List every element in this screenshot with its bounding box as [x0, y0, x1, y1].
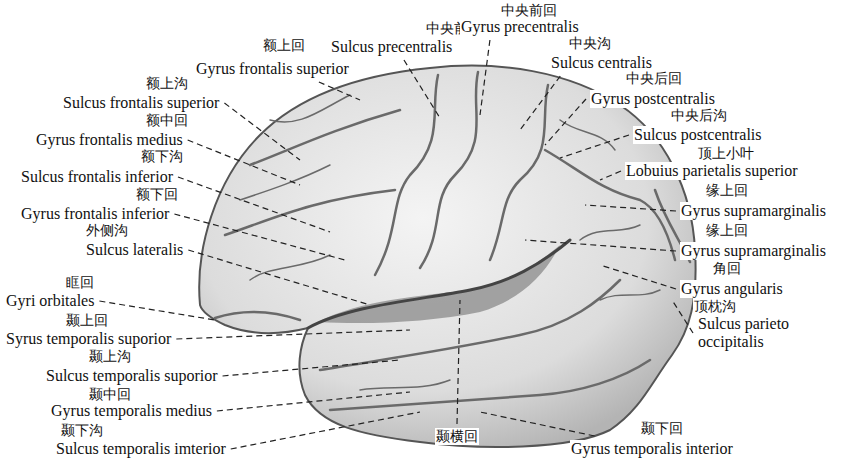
structure-label: Gyrus temporalis interior [570, 440, 734, 458]
leader-line [224, 103, 300, 160]
structure-label: Gyrus frontalis superior [195, 60, 350, 78]
structure-label: 眶回 [65, 274, 95, 291]
postcentral-sulcus [490, 85, 548, 260]
leader-line [560, 135, 629, 158]
structure-label: 额上回 [262, 37, 306, 54]
structure-label: 颞横回 [435, 428, 479, 445]
structure-label: Gyrus supramarginalis [680, 202, 827, 220]
leader-line [480, 40, 490, 115]
structure-label: 额下沟 [140, 148, 184, 165]
structure-label: Sulcus postcentralis [633, 126, 763, 144]
leader-line [319, 82, 360, 100]
gyrus-fold [600, 290, 660, 300]
leader-line [585, 205, 676, 211]
leader-line [480, 412, 595, 436]
inferior-temporal-sulcus [330, 360, 650, 410]
leader-line [520, 76, 560, 130]
structure-label: Sulcus lateralis [85, 241, 184, 259]
structure-label: 顶上小叶 [697, 145, 755, 162]
structure-label: 中央后回 [625, 70, 683, 87]
structure-label: Syrus temporalis suporior [5, 330, 172, 348]
leader-line [600, 171, 621, 180]
superior-frontal-sulcus [250, 110, 400, 165]
leader-line [457, 300, 460, 424]
structure-label: 缘上回 [705, 222, 749, 239]
structure-label: Sulcus temporalis suporior [45, 367, 219, 385]
structure-label: 颞下回 [640, 420, 684, 437]
structure-label: 角回 [712, 260, 742, 277]
leader-line [231, 412, 420, 449]
structure-label: 缘上回 [705, 182, 749, 199]
structure-label: Gyrus angularis [680, 280, 784, 298]
gyrus-fold [270, 95, 350, 122]
gyrus-fold [560, 120, 615, 150]
gyrus-fold [250, 255, 330, 280]
structure-label: Sulcus frontalis inferior [20, 168, 174, 186]
structure-label: Sulcus temporalis imterior [55, 440, 227, 458]
leader-line [176, 330, 410, 339]
leader-line [525, 240, 676, 251]
structure-label: Gyri orbitales [5, 292, 95, 310]
leader-line [545, 99, 586, 145]
structure-label: 额上沟 [145, 75, 189, 92]
structure-label: Gyrus postcentralis [590, 90, 716, 108]
structure-label: Gyrus temporalis medius [50, 402, 213, 420]
leader-line [217, 392, 410, 411]
gyrus-fold [580, 225, 640, 240]
structure-label: 顶枕沟 [693, 298, 737, 315]
leader-line [188, 250, 370, 305]
structure-label: Lobuius parietalis superior [625, 162, 799, 180]
structure-label: Sulcus parieto occipitalis [697, 315, 811, 351]
structure-label: 外侧沟 [85, 222, 129, 239]
central-sulcus [420, 72, 478, 268]
leader-line [404, 60, 440, 118]
gyrus-fold [360, 380, 450, 390]
structure-label: 颞上回 [65, 312, 109, 329]
sulci [215, 72, 690, 410]
structure-label: 颞上沟 [88, 348, 132, 365]
structure-label: 中央后沟 [670, 107, 728, 124]
structure-label: 额下回 [135, 186, 179, 203]
precentral-sulcus [375, 75, 438, 275]
structure-label: Gyrus precentralis [460, 18, 580, 36]
structure-label: Gyrus frontalis medius [35, 131, 184, 149]
superior-temporal-sulcus [320, 280, 620, 370]
brain-outline [199, 66, 695, 447]
leader-line [672, 300, 693, 333]
structure-label: 中央前回 [500, 2, 558, 19]
gyrus-fold [240, 165, 330, 200]
structure-label: Gyrus supramarginalis [680, 242, 827, 260]
lateral-sulcus [308, 240, 570, 328]
leader-line [178, 177, 330, 232]
structure-label: Sulcus frontalis superior [62, 94, 220, 112]
structure-label: 额中回 [145, 112, 189, 129]
structure-label: Gyrus frontalis inferior [20, 205, 170, 223]
leader-line [188, 140, 300, 185]
structure-label: 中央沟 [568, 35, 612, 52]
leader-line [223, 360, 400, 376]
leader-line [600, 265, 676, 289]
structure-label: 颞中回 [88, 386, 132, 403]
orbital-border [215, 312, 300, 320]
structure-label: 颞下沟 [60, 422, 104, 439]
leader-line [99, 301, 215, 320]
structure-label: Sulcus precentralis [330, 38, 453, 56]
